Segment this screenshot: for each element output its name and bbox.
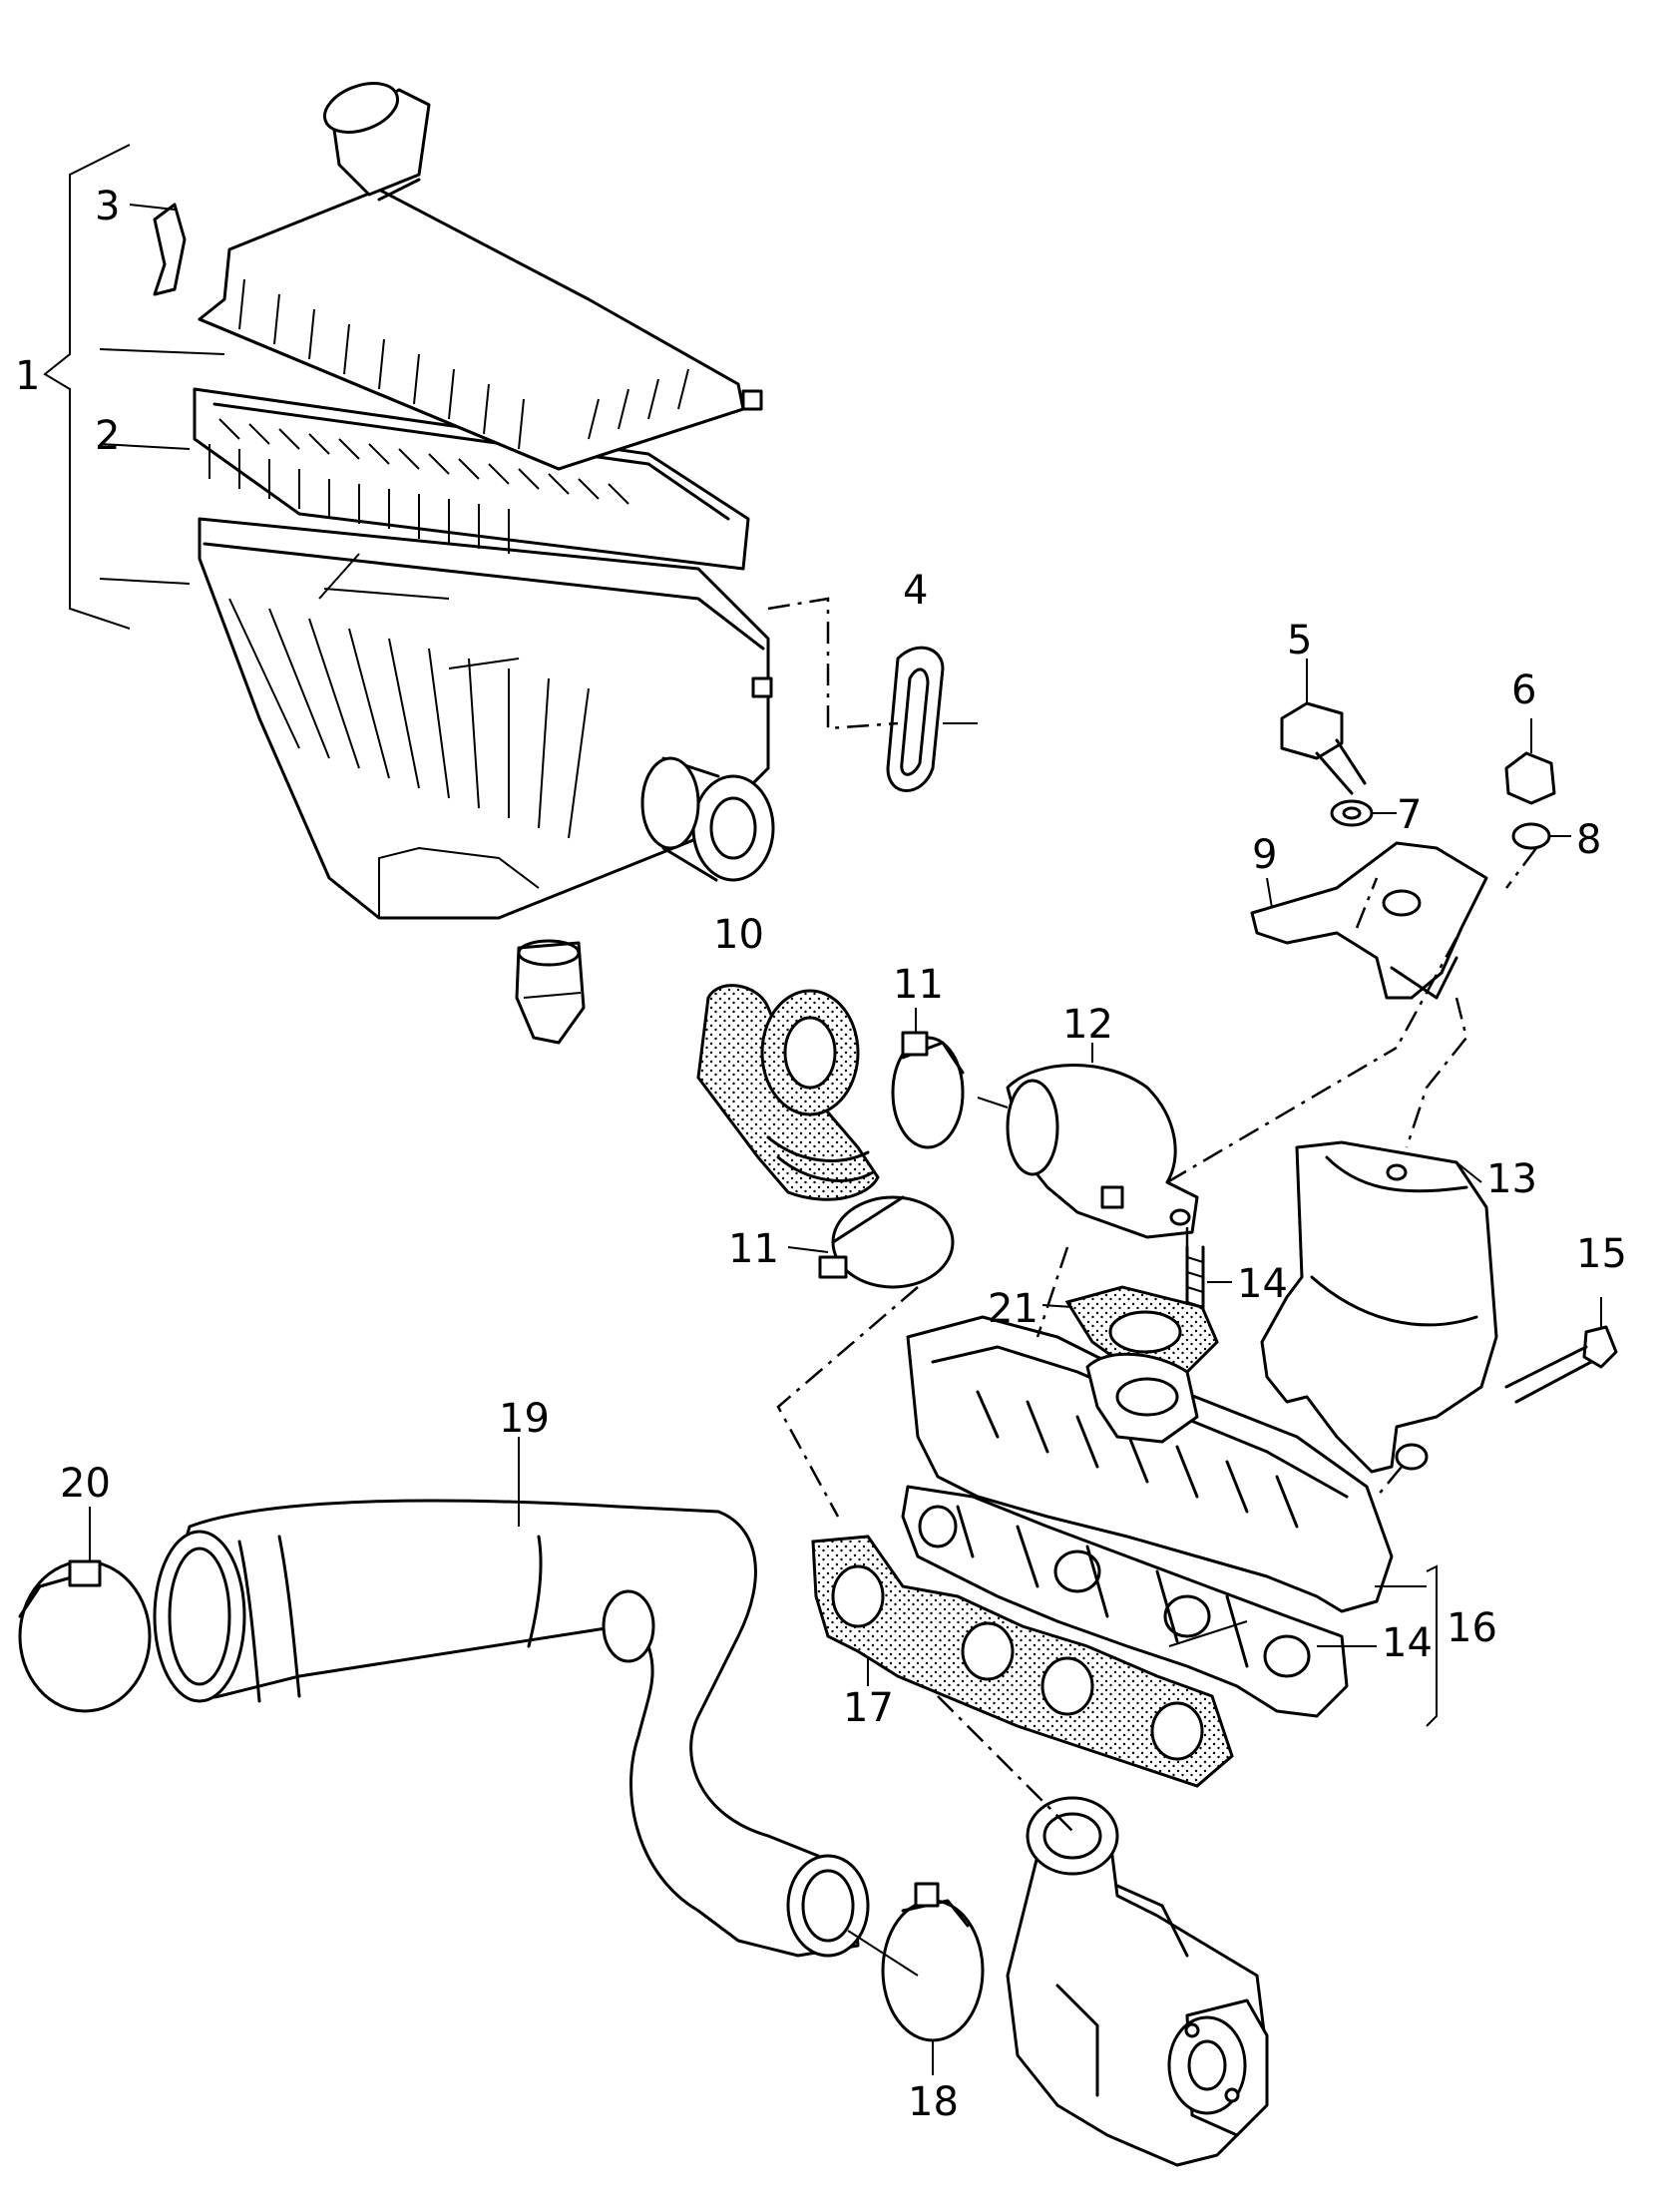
mounting-bracket xyxy=(1250,841,1488,1000)
air-filter-lower-housing xyxy=(198,517,775,920)
hose-clamp-lower xyxy=(787,1195,955,1289)
callout-20: 20 xyxy=(60,1461,111,1507)
callout-14-stud: 14 xyxy=(1237,1261,1288,1307)
callout-11-upper: 11 xyxy=(893,962,944,1008)
rubber-mount xyxy=(515,939,586,1045)
callout-13: 13 xyxy=(1486,1156,1537,1202)
callout-9: 9 xyxy=(1252,832,1277,878)
long-bolt xyxy=(1504,1297,1618,1404)
assembly-lines xyxy=(776,847,1537,1518)
hose-clamp-18 xyxy=(881,1882,985,2075)
callout-labels: 1 2 3 4 5 6 7 8 9 10 11 11 12 13 14 14 1… xyxy=(15,184,1627,2125)
callout-15: 15 xyxy=(1576,1231,1627,1277)
callout-10: 10 xyxy=(713,912,764,958)
callout-6: 6 xyxy=(1511,667,1536,713)
washer-8 xyxy=(1511,822,1571,850)
callout-17: 17 xyxy=(843,1685,894,1731)
charge-air-hose xyxy=(153,1437,919,1977)
callout-11-lower: 11 xyxy=(728,1226,779,1272)
intake-elbow xyxy=(977,1043,1199,1239)
callout-7: 7 xyxy=(1397,792,1422,838)
callout-21: 21 xyxy=(988,1286,1038,1332)
air-filter-assembly xyxy=(43,82,775,1045)
callout-5: 5 xyxy=(1287,618,1312,664)
heat-shield xyxy=(1260,1140,1498,1474)
hex-nut xyxy=(1504,718,1556,805)
callout-8: 8 xyxy=(1576,817,1601,863)
callout-4: 4 xyxy=(903,568,928,614)
flange-gasket xyxy=(1041,1285,1219,1374)
air-filter-element xyxy=(193,387,750,571)
hose-clamp-20 xyxy=(18,1507,152,1713)
washer-7 xyxy=(1330,799,1397,827)
hex-bolt xyxy=(1280,659,1367,795)
intake-hose xyxy=(696,984,880,1201)
turbocharger xyxy=(937,1695,1269,2167)
intake-manifold xyxy=(901,1315,1438,1727)
callout-3: 3 xyxy=(95,184,120,229)
manifold-gasket xyxy=(811,1535,1234,1788)
callout-1: 1 xyxy=(15,353,40,399)
sealing-ring xyxy=(767,597,978,792)
bracket-1 xyxy=(43,144,131,630)
callout-19: 19 xyxy=(499,1396,550,1442)
callout-2: 2 xyxy=(95,413,120,459)
callout-12: 12 xyxy=(1062,1002,1113,1048)
retaining-clip xyxy=(153,203,187,296)
air-filter-upper-lid xyxy=(198,82,773,698)
callout-16: 16 xyxy=(1447,1605,1497,1651)
callout-18: 18 xyxy=(908,2079,959,2125)
callout-14-manifold: 14 xyxy=(1382,1620,1433,1666)
hose-clamp-upper xyxy=(891,1008,965,1149)
